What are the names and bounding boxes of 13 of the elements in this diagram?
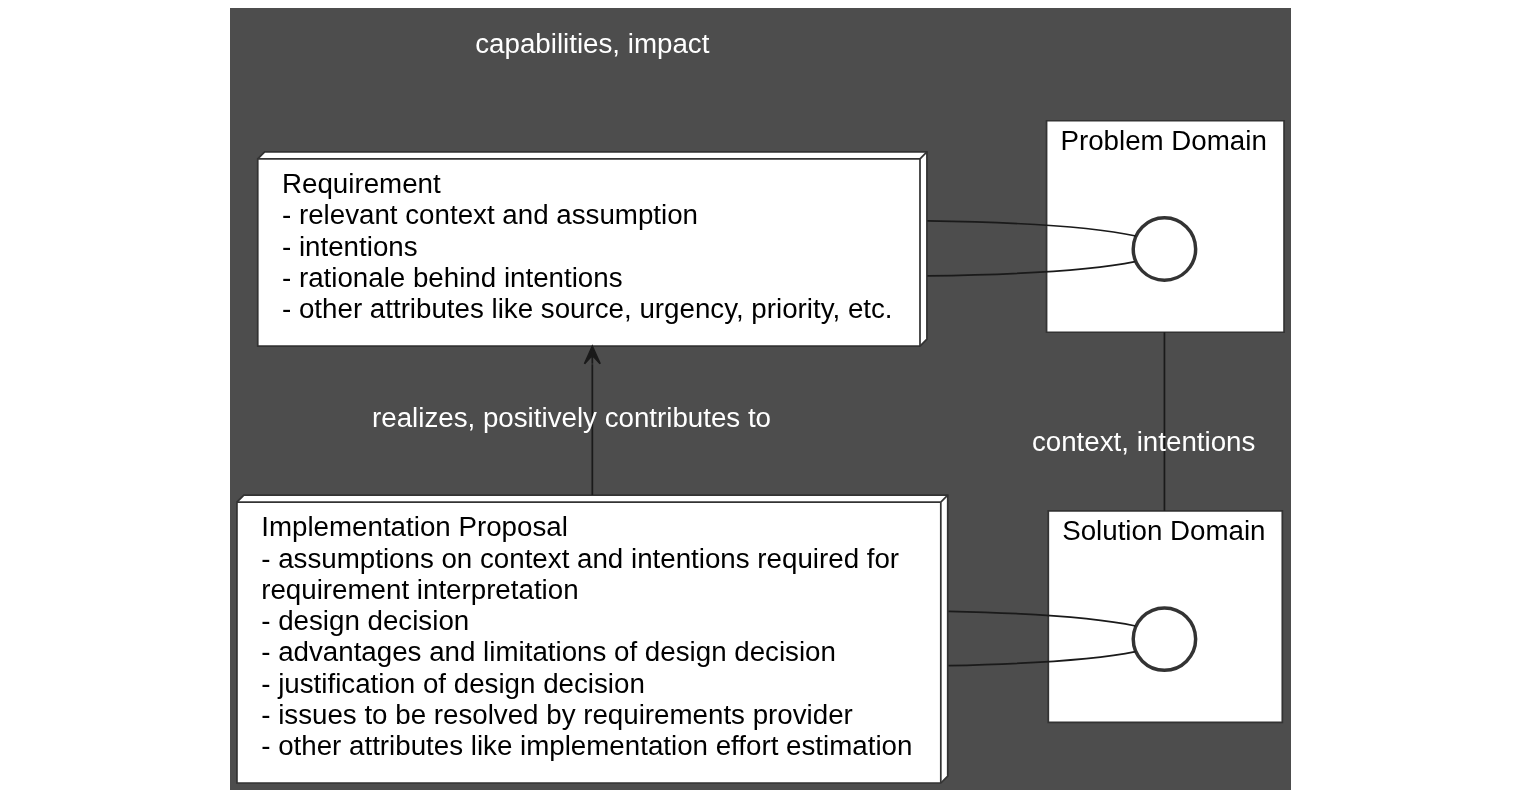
node-circle (1131, 216, 1197, 282)
connector (1163, 331, 1165, 512)
label: capabilities, impact (474, 27, 709, 59)
edge-label: context, intentions (1031, 425, 1255, 457)
connector (925, 219, 1137, 237)
connector (925, 260, 1136, 277)
cluster: Problem Domain (1045, 119, 1285, 334)
edge-label: realizes, positively contributes to (371, 402, 771, 434)
connector (947, 610, 1136, 627)
cluster: Solution Domain (1046, 509, 1283, 724)
arrow (583, 345, 601, 496)
connector (947, 650, 1136, 667)
node-circle (1131, 606, 1197, 673)
